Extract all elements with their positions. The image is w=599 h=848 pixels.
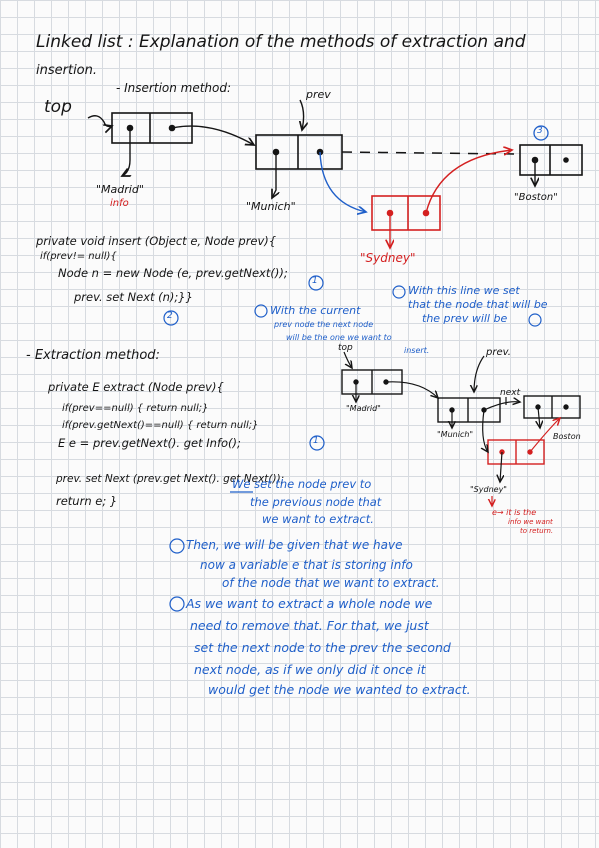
next-label: next <box>500 388 521 398</box>
sydney-label: "Sydney" <box>360 251 416 265</box>
extract-code-line2: if(prev==null) { return null;} <box>62 403 209 414</box>
extract-code-line6: return e; } <box>56 494 118 508</box>
info-label: info <box>110 198 129 209</box>
note3-line2: that the node that will be <box>408 298 548 311</box>
marker-2: 2 <box>167 311 173 321</box>
extract-code-line5: prev. set Next (prev.get Next(). get Nex… <box>56 473 285 485</box>
prev-arrow <box>300 99 304 130</box>
circle-note-3 <box>392 285 406 299</box>
expl1-line3: of the node that we want to extract. <box>222 576 440 590</box>
node2-boston <box>523 395 581 419</box>
extract-code-line1: private E extract (Node prev){ <box>48 380 224 394</box>
node-madrid <box>111 112 193 144</box>
top2-arrow <box>343 351 352 368</box>
marker-3: 3 <box>537 126 543 136</box>
munich2-label: "Munich" <box>437 430 474 439</box>
top-arrow <box>87 115 112 127</box>
e-note-line2: info we want <box>508 518 553 526</box>
extraction-heading: - Extraction method: <box>26 348 160 363</box>
note2-line2: prev node the next node <box>274 320 374 329</box>
boston2-label: Boston <box>553 432 581 441</box>
madrid-label: "Madrid" <box>96 183 144 196</box>
munich-info-arrow <box>272 152 276 198</box>
node2-munich <box>437 397 501 423</box>
circle-code-1 <box>308 275 324 291</box>
e-note-line3: to return. <box>520 527 554 535</box>
expl1-line2: now a variable e that is storing info <box>200 558 413 572</box>
insert-code-line4: prev. set Next (n);}} <box>74 290 193 304</box>
note3-line3: the prev will be <box>422 312 508 325</box>
node-boston <box>519 144 583 176</box>
top-label: top <box>44 97 72 117</box>
marker-1: 1 <box>312 276 318 286</box>
expl2-line4: next node, as if we only did it once it <box>194 662 426 677</box>
extract-marker: 1 <box>313 436 319 446</box>
extract-code-line4: E e = prev.getNext(). get Info(); <box>58 436 241 450</box>
insert-code-line1: private void insert (Object e, Node prev… <box>36 234 277 248</box>
note2-line1: With the current <box>270 304 361 317</box>
munich-label: "Munich" <box>246 200 296 213</box>
circle-expl-1 <box>169 538 185 554</box>
prev2-label: prev. <box>486 347 511 358</box>
expl2-line1: As we want to extract a whole node we <box>186 596 433 611</box>
note2-line4: insert. <box>404 346 430 355</box>
link2-madrid-munich <box>385 381 438 398</box>
madrid2-label: "Madrid" <box>346 404 381 413</box>
marker-3-circle <box>533 125 549 141</box>
sydney2-label: "Sydney" <box>470 485 507 494</box>
e-note-line1: e→ it is the <box>492 508 537 517</box>
sydney2-info-arrow <box>500 451 502 482</box>
extract-note-a-line3: we want to extract. <box>262 512 374 526</box>
expl2-line3: set the next node to the prev the second <box>194 640 451 655</box>
link2-munich-sydney <box>483 409 488 452</box>
link2-munich-boston <box>483 402 520 411</box>
link-madrid-munich <box>171 125 254 145</box>
extract-note-a-line1: We set the node prev to <box>232 477 372 491</box>
node2-sydney <box>487 439 545 465</box>
note3-line1: With this line we set <box>408 284 520 297</box>
madrid-info-arrow <box>122 128 130 176</box>
insertion-heading: - Insertion method: <box>116 81 232 95</box>
old-link <box>341 151 516 155</box>
circle-note-2 <box>254 304 268 318</box>
circle-code-2 <box>163 310 179 326</box>
extract-note-a-line2: the previous node that <box>250 495 382 509</box>
link2-sydney-boston <box>529 418 560 453</box>
page-title-line2: insertion. <box>36 63 98 78</box>
circle-expl-2 <box>169 596 185 612</box>
extract-code-line3: if(prev.getNext()==null) { return null;} <box>62 420 259 431</box>
page-title-line1: Linked list : Explanation of the methods… <box>36 32 526 52</box>
expl2-line5: would get the node we wanted to extract. <box>208 682 471 697</box>
note2-line3: will be the one we want to <box>286 333 392 342</box>
new-link-blue <box>319 151 366 212</box>
insert-code-line3: Node n = new Node (e, prev.getNext()); <box>58 266 288 280</box>
sydney-to-boston-arrow <box>425 150 512 214</box>
top2-label: top <box>338 343 353 353</box>
circle-extract-1 <box>309 435 325 451</box>
expl1-line1: Then, we will be given that we have <box>186 538 403 552</box>
prev-label: prev <box>306 88 331 101</box>
insert-code-line2: if(prev!= null){ <box>40 251 117 262</box>
node-munich <box>255 134 343 170</box>
prev2-arrow <box>474 355 485 392</box>
circle-note-3-end <box>528 313 542 327</box>
expl2-line2: need to remove that. For that, we just <box>190 618 429 633</box>
boston-label: "Boston" <box>514 192 558 203</box>
boston2-info-arrow <box>538 406 540 428</box>
